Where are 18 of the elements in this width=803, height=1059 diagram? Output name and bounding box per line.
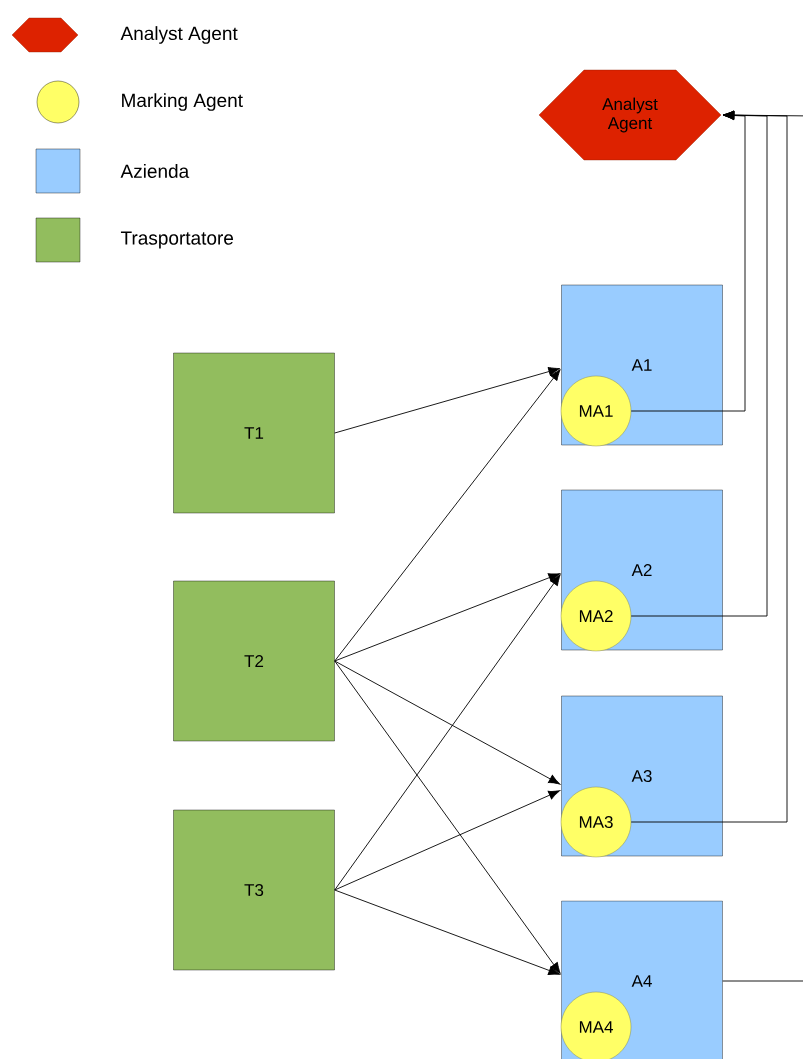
arrow <box>334 660 561 785</box>
legend-label: Azienda <box>120 164 190 178</box>
arrow <box>334 574 561 891</box>
arrow <box>722 110 803 982</box>
hexagon-node: Analyst Agent <box>538 69 722 161</box>
arrow <box>334 790 561 891</box>
arrow <box>334 366 561 434</box>
legend-label: Trasportatore <box>120 231 234 249</box>
legend-label: Analyst Agent <box>120 26 238 44</box>
carrier-box: T3 <box>173 809 335 971</box>
carrier-box: T2 <box>173 580 335 742</box>
arrow <box>334 660 561 974</box>
arrow <box>334 369 561 662</box>
legend-label: Marking Agent <box>122 93 243 111</box>
arrow <box>334 889 561 975</box>
arrow <box>334 573 561 662</box>
carrier-box: T1 <box>173 352 335 514</box>
arrow <box>630 110 788 823</box>
